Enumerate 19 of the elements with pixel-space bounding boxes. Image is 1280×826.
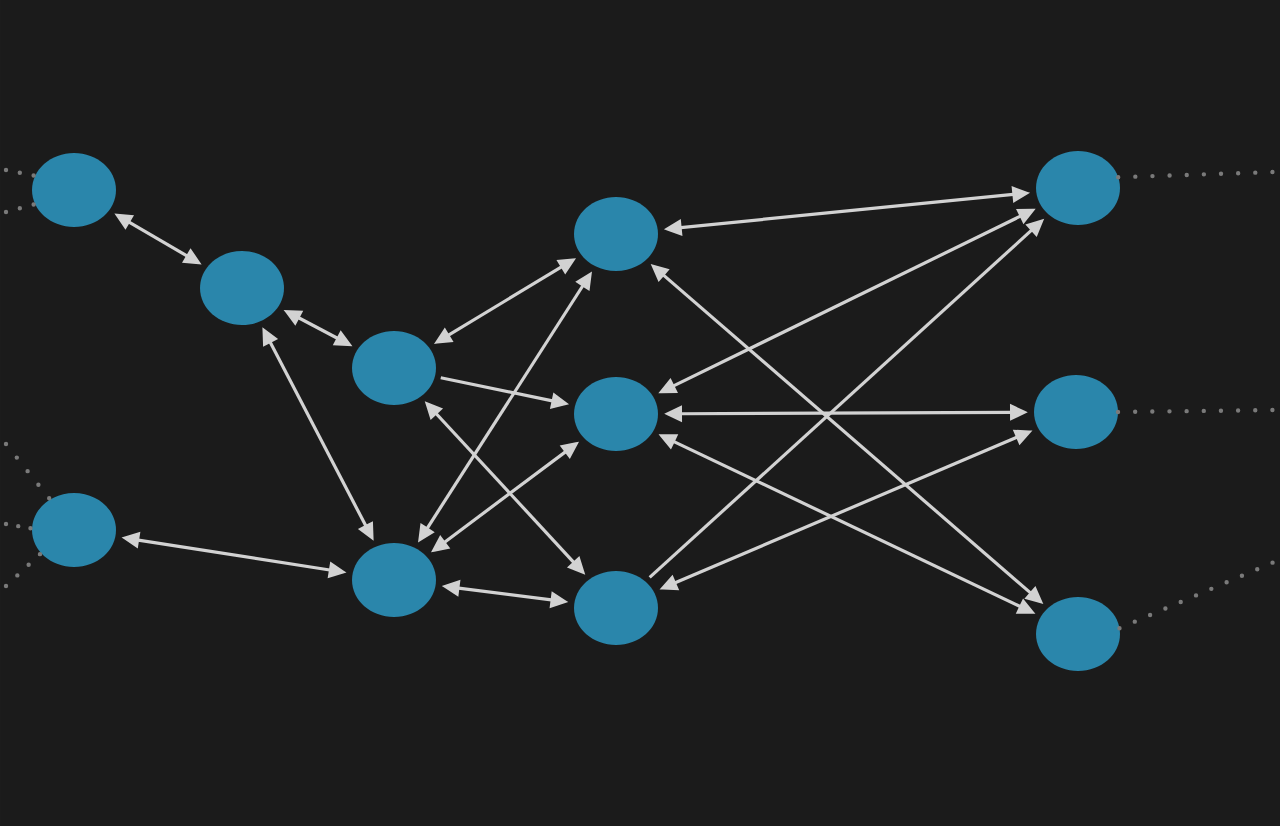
- dotted-line: [3, 201, 38, 215]
- circle: [1036, 597, 1120, 671]
- circle: [352, 331, 436, 405]
- circle: [32, 153, 116, 227]
- dotted-line: [1116, 169, 1277, 180]
- circle: [574, 377, 658, 451]
- circle: [574, 197, 658, 271]
- circle: [200, 251, 284, 325]
- dotted-line: [3, 167, 38, 179]
- dotted-line: [3, 441, 53, 502]
- circle: [1034, 375, 1118, 449]
- circle: [574, 571, 658, 645]
- dotted-line: [1117, 559, 1277, 631]
- dotted-line: [3, 550, 44, 589]
- dotted-line: [3, 521, 35, 531]
- circle: [352, 543, 436, 617]
- dotted-line: [1115, 407, 1277, 415]
- circle: [32, 493, 116, 567]
- circle: [1036, 151, 1120, 225]
